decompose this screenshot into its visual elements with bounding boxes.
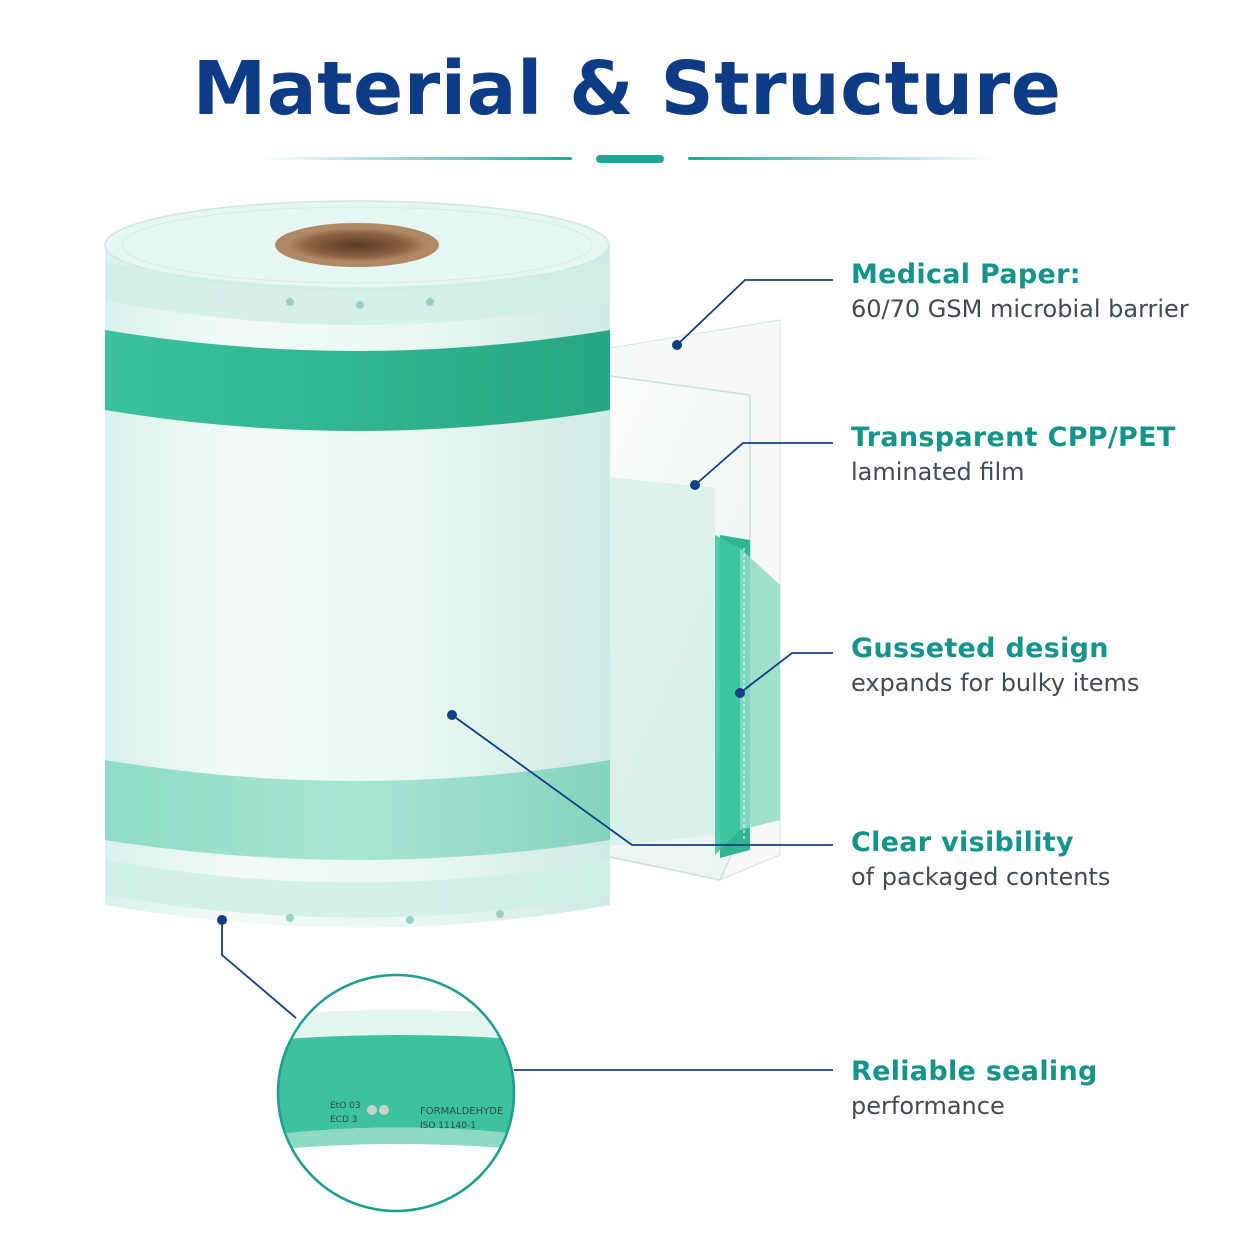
leader-dot-seal [217,915,227,925]
leader-lines [221,279,833,1071]
zoom-print-line1: FORMALDEHYDE [420,1106,503,1117]
leader-dot-paper [672,340,682,350]
callout-transparent-film: Transparent CPP/PET laminated film [851,421,1176,489]
callout-clear-visibility: Clear visibility of packaged contents [851,826,1110,894]
leader-dot-gusset [735,688,745,698]
title-divider-center [596,155,664,163]
callout-text: 60/70 GSM microbial barrier [851,295,1189,323]
callout-title: Clear visibility [851,827,1074,858]
callout-text: of packaged contents [851,863,1111,891]
callout-title: Gusseted design [851,633,1109,664]
callout-text: laminated film [851,458,1025,486]
leader-dot-film [690,480,700,490]
zoom-print-line2: ISO 11140-1 [420,1121,476,1131]
callout-text: performance [851,1092,1005,1120]
seal-zoom-circle: FORMALDEHYDE ISO 11140-1 EtO 03 ECD 3 [276,973,516,1213]
callout-title: Medical Paper: [851,259,1081,290]
callout-medical-paper: Medical Paper: 60/70 GSM microbial barri… [851,258,1189,326]
roll-body [104,200,610,928]
title-divider-right [688,157,998,160]
callout-reliable-sealing: Reliable sealing performance [851,1055,1098,1123]
zoom-print-code2: ECD 3 [330,1115,358,1125]
callout-gusseted-design: Gusseted design expands for bulky items [851,632,1139,700]
title-divider-left [262,157,572,160]
zoom-print-code1: EtO 03 [330,1101,361,1111]
callout-title: Reliable sealing [851,1056,1098,1087]
leader-dot-visibility [447,710,457,720]
leader-dots [217,340,745,925]
callout-title: Transparent CPP/PET [851,422,1176,453]
page-title: Material & Structure [192,46,1062,132]
callout-text: expands for bulky items [851,669,1140,697]
